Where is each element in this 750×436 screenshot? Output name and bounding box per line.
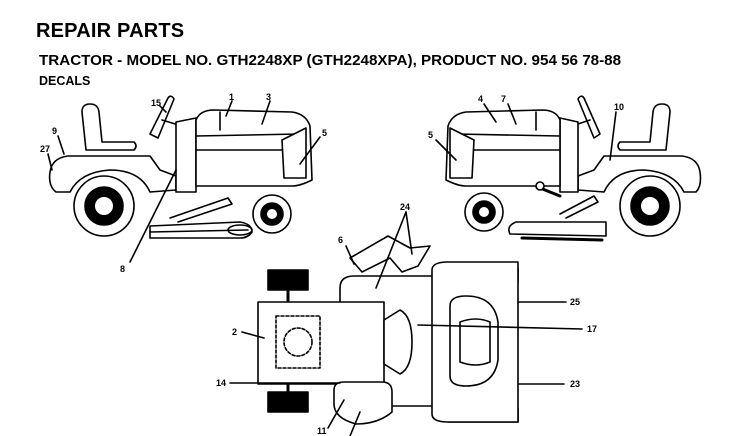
callout-8: 8 (120, 264, 125, 274)
dash-right (559, 117, 579, 193)
hood-decal-top (275, 315, 321, 369)
callout-24: 24 (400, 202, 410, 212)
grille-right (449, 127, 475, 179)
front-tire-top-1 (267, 269, 309, 291)
steering-wheel-right (577, 95, 601, 139)
callout-14: 14 (216, 378, 226, 388)
seat-left (81, 103, 137, 151)
callout-15: 15 (151, 98, 161, 108)
callout-7: 7 (501, 94, 506, 104)
callout-27: 27 (40, 144, 50, 154)
callout-5-right: 5 (428, 130, 433, 140)
page-title: REPAIR PARTS (36, 20, 185, 42)
callout-2: 2 (232, 327, 237, 337)
callout-25: 25 (570, 297, 580, 307)
front-tire-top-2 (267, 391, 309, 413)
grille-left (281, 127, 307, 179)
callout-3: 3 (266, 92, 271, 102)
callout-6: 6 (338, 235, 343, 245)
callout-5-left: 5 (322, 128, 327, 138)
callout-11: 11 (317, 426, 327, 436)
hood-right (445, 109, 561, 187)
model-subtitle: TRACTOR - MODEL NO. GTH2248XP (GTH2248XP… (39, 52, 622, 69)
rear-body-right (577, 155, 702, 193)
callout-1: 1 (229, 92, 234, 102)
steering-wheel-left (149, 95, 175, 139)
mower-deck-right (508, 221, 607, 237)
seat-right (617, 103, 671, 151)
tractor-right-view (435, 95, 702, 242)
tractor-left-view (47, 95, 321, 263)
rear-body-left (48, 155, 177, 193)
console-top (383, 309, 413, 375)
callout-23: 23 (570, 379, 580, 389)
callout-4: 4 (478, 94, 483, 104)
callout-10: 10 (614, 102, 624, 112)
callout-17: 17 (587, 324, 597, 334)
callout-9: 9 (52, 126, 57, 136)
tractor-top-view (229, 211, 583, 436)
section-label: DECALS (39, 74, 91, 88)
dash-left (175, 117, 197, 193)
